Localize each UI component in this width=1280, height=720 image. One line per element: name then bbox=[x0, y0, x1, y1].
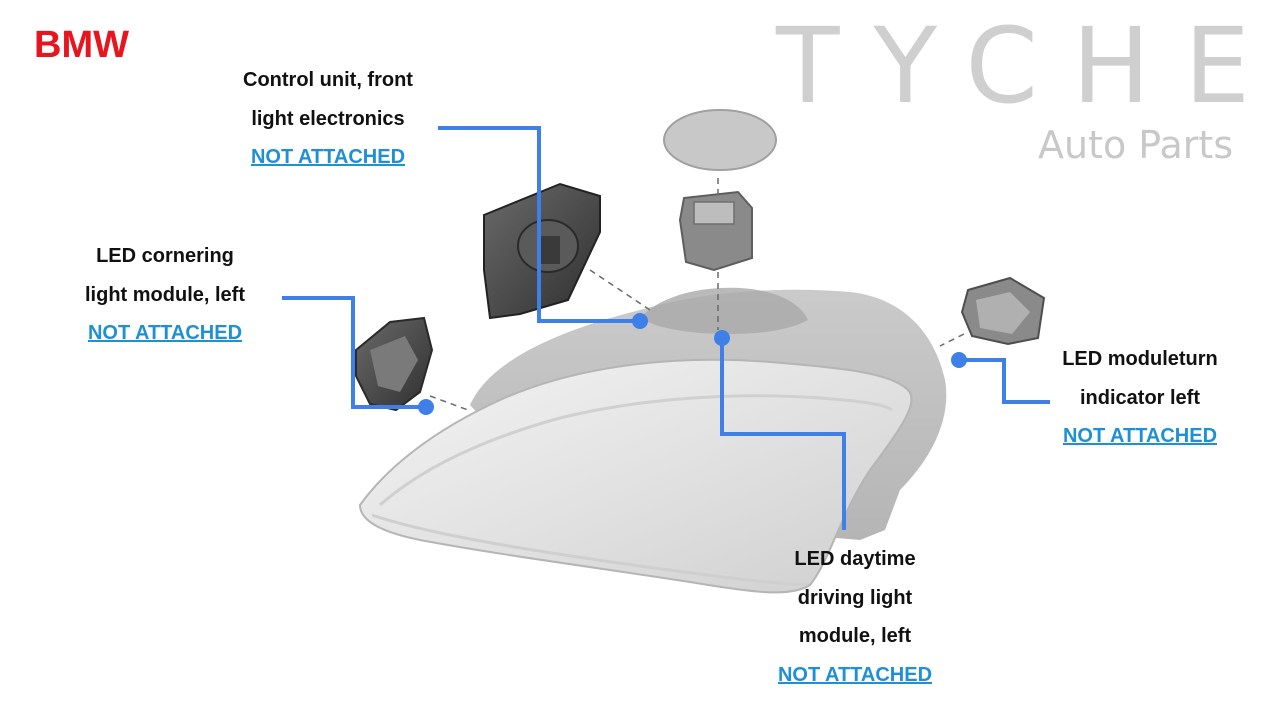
callout-control-unit-line-1: Control unit, front bbox=[243, 69, 413, 91]
assembly-dash-lines bbox=[429, 178, 965, 411]
headlamp-lens bbox=[358, 358, 913, 594]
callout-daytime-module: LED daytime driving light module, left N… bbox=[760, 540, 950, 694]
leader-cornering bbox=[282, 296, 426, 409]
callout-turn-indicator-status-link[interactable]: NOT ATTACHED bbox=[1062, 425, 1218, 447]
leader-control-unit bbox=[438, 126, 638, 323]
callout-daytime-status-link[interactable]: NOT ATTACHED bbox=[777, 663, 933, 686]
cover-cap bbox=[663, 109, 777, 171]
callout-turn-indicator-line-1: LED moduleturn bbox=[1062, 348, 1218, 370]
callout-cornering-line-1: LED cornering bbox=[96, 245, 234, 267]
turn-indicator-module-part bbox=[960, 276, 1046, 346]
callout-control-unit-status-link[interactable]: NOT ATTACHED bbox=[250, 146, 406, 168]
callout-daytime-line-2: driving light bbox=[797, 586, 913, 609]
cornering-module-part bbox=[355, 316, 434, 412]
callout-cornering-status-link[interactable]: NOT ATTACHED bbox=[87, 322, 243, 344]
connector-pins bbox=[693, 201, 735, 225]
callout-daytime-line-1: LED daytime bbox=[794, 548, 916, 570]
tyche-logo-subtitle: Auto Parts bbox=[1038, 123, 1234, 167]
marker-turn-indicator bbox=[951, 352, 967, 368]
marker-control-unit bbox=[632, 313, 648, 329]
marker-daytime bbox=[714, 330, 730, 346]
tyche-logo-wordmark: TYCHE bbox=[776, 5, 1280, 127]
lens-inner-edge bbox=[379, 394, 893, 507]
leader-turn-indicator bbox=[959, 358, 1050, 404]
leader-endpoints bbox=[418, 313, 967, 415]
callout-daytime-line-3: module, left bbox=[798, 625, 912, 647]
marker-cornering bbox=[418, 399, 434, 415]
callout-control-unit: Control unit, front light electronics NO… bbox=[218, 61, 438, 177]
callout-turn-indicator-line-2: indicator left bbox=[1079, 386, 1200, 409]
callout-cornering-line-2: light module, left bbox=[85, 283, 245, 306]
callout-cornering-module: LED cornering light module, left NOT ATT… bbox=[60, 237, 270, 353]
headlamp-housing-top bbox=[640, 287, 808, 334]
leader-daytime bbox=[720, 338, 846, 530]
leader-lines bbox=[282, 126, 1050, 530]
lens-bottom-edge bbox=[371, 513, 809, 586]
callout-control-unit-line-2: light electronics bbox=[251, 107, 405, 130]
control-unit-part bbox=[483, 182, 601, 320]
brand-label: BMW bbox=[34, 24, 129, 66]
callout-turn-indicator: LED moduleturn indicator left NOT ATTACH… bbox=[1040, 340, 1240, 456]
